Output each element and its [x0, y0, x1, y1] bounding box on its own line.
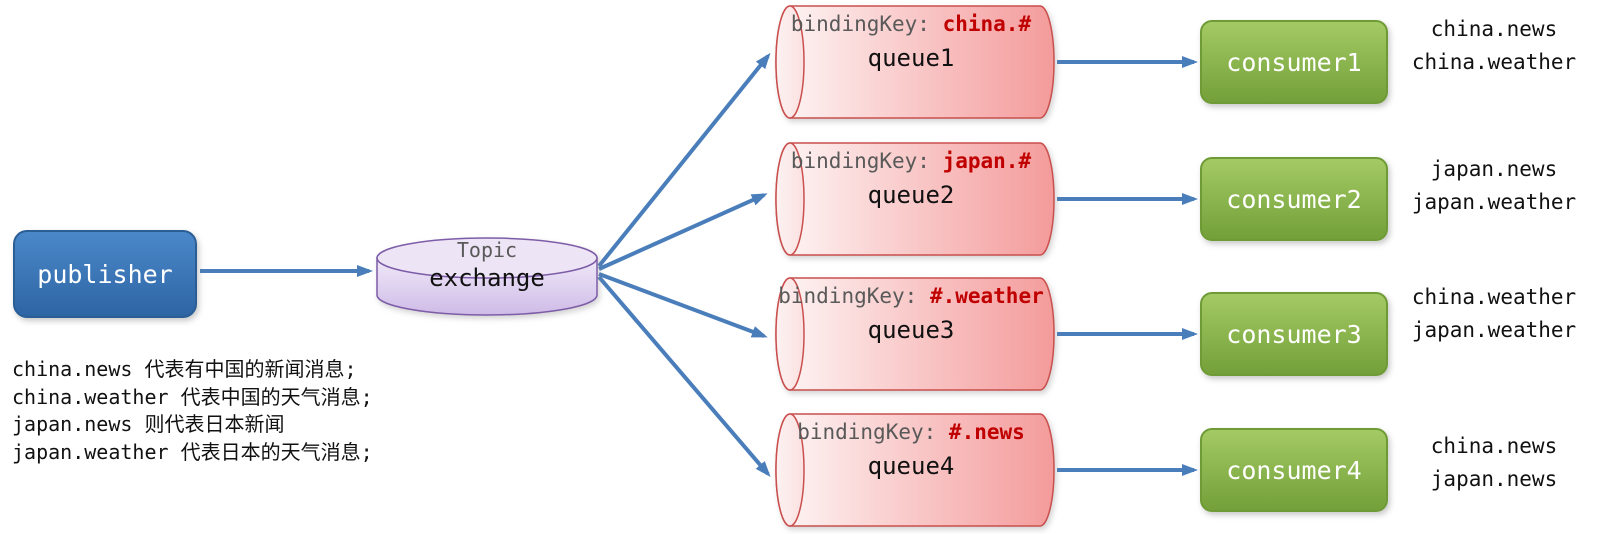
legend-desc: 代表有中国的新闻消息; [132, 357, 357, 381]
legend-key: japan.news [12, 412, 133, 436]
queue2-cylinder-cap [775, 142, 805, 256]
queue3-text: bindingKey: #.weather queue3 [766, 284, 1056, 344]
queue4-cylinder-cap [775, 413, 805, 527]
message-label: china.news [1430, 434, 1558, 458]
exchange-cylinder-top [376, 237, 598, 279]
message-label: japan.weather [1411, 190, 1577, 214]
queue2-binding-line: bindingKey: japan.# [766, 149, 1056, 173]
queue1-binding-line: bindingKey: china.# [766, 12, 1056, 36]
queue3-binding-key: #.weather [929, 284, 1044, 308]
queue4-binding-line: bindingKey: #.news [766, 420, 1056, 444]
binding-key-label: bindingKey: [790, 12, 943, 36]
arrow-exchange-queue4 [597, 275, 771, 478]
queue1-text: bindingKey: china.# queue1 [766, 12, 1056, 72]
queue1-name: queue1 [867, 44, 955, 72]
message-label: china.news [1430, 17, 1558, 41]
queue2-text: bindingKey: japan.# queue2 [766, 149, 1056, 209]
arrow-exchange-queue1 [597, 52, 771, 268]
legend-line: china.weather 代表中国的天气消息; [12, 384, 373, 412]
consumer4-label: consumer4 [1226, 455, 1362, 485]
message-label: japan.news [1430, 467, 1558, 491]
legend-line: china.news 代表有中国的新闻消息; [12, 356, 373, 384]
consumer3-messages: china.weather japan.weather [1392, 281, 1596, 347]
exchange-type-label: Topic [456, 238, 518, 262]
consumer1-messages: china.news china.weather [1392, 13, 1596, 79]
publisher-label: publisher [37, 259, 173, 289]
binding-key-label: bindingKey: [778, 284, 930, 308]
queue4-binding-key: #.news [948, 420, 1025, 444]
queue3-cylinder-cap [775, 277, 805, 391]
exchange-cylinder [376, 237, 598, 316]
legend-key: japan.weather [12, 439, 169, 464]
queue2-name: queue2 [867, 181, 955, 209]
consumer1-node: consumer1 [1200, 20, 1388, 104]
consumer2-label: consumer2 [1226, 184, 1362, 214]
consumer1-label: consumer1 [1226, 47, 1362, 77]
consumer4-node: consumer4 [1200, 428, 1388, 512]
consumer4-messages: china.news japan.news [1392, 430, 1596, 496]
binding-key-label: bindingKey: [797, 420, 949, 444]
queue2-binding-key: japan.# [942, 149, 1032, 173]
legend-desc: 则代表日本新闻 [132, 412, 285, 436]
consumer3-label: consumer3 [1226, 319, 1362, 349]
routing-key-legend: china.news 代表有中国的新闻消息; china.weather 代表中… [12, 356, 373, 466]
consumer3-node: consumer3 [1200, 292, 1388, 376]
legend-line: japan.news 则代表日本新闻 [12, 411, 373, 439]
message-label: japan.weather [1411, 318, 1577, 342]
legend-key: china.weather [12, 384, 169, 409]
legend-key: china.news [12, 357, 133, 381]
queue1-cylinder-cap [775, 5, 805, 119]
queue4-name: queue4 [867, 452, 955, 480]
queue4-text: bindingKey: #.news queue4 [766, 420, 1056, 480]
queue1-binding-key: china.# [942, 12, 1032, 36]
queue3-binding-line: bindingKey: #.weather [766, 284, 1056, 308]
message-label: china.weather [1411, 285, 1577, 309]
exchange-name-label: exchange [429, 264, 545, 292]
queue-cylinders [775, 5, 1055, 527]
legend-desc: 代表日本的天气消息; [168, 439, 373, 464]
queue3-name: queue3 [867, 316, 955, 344]
arrows-group [200, 52, 1198, 478]
legend-desc: 代表中国的天气消息; [168, 384, 373, 409]
message-label: japan.news [1430, 157, 1558, 181]
arrow-exchange-queue2 [598, 193, 768, 271]
consumer2-messages: japan.news japan.weather [1392, 153, 1596, 219]
message-label: china.weather [1411, 50, 1577, 74]
binding-key-label: bindingKey: [790, 149, 943, 173]
legend-line: japan.weather 代表日本的天气消息; [12, 439, 373, 467]
arrow-exchange-queue3 [598, 272, 768, 338]
publisher-node: publisher [13, 230, 197, 318]
consumer2-node: consumer2 [1200, 157, 1388, 241]
